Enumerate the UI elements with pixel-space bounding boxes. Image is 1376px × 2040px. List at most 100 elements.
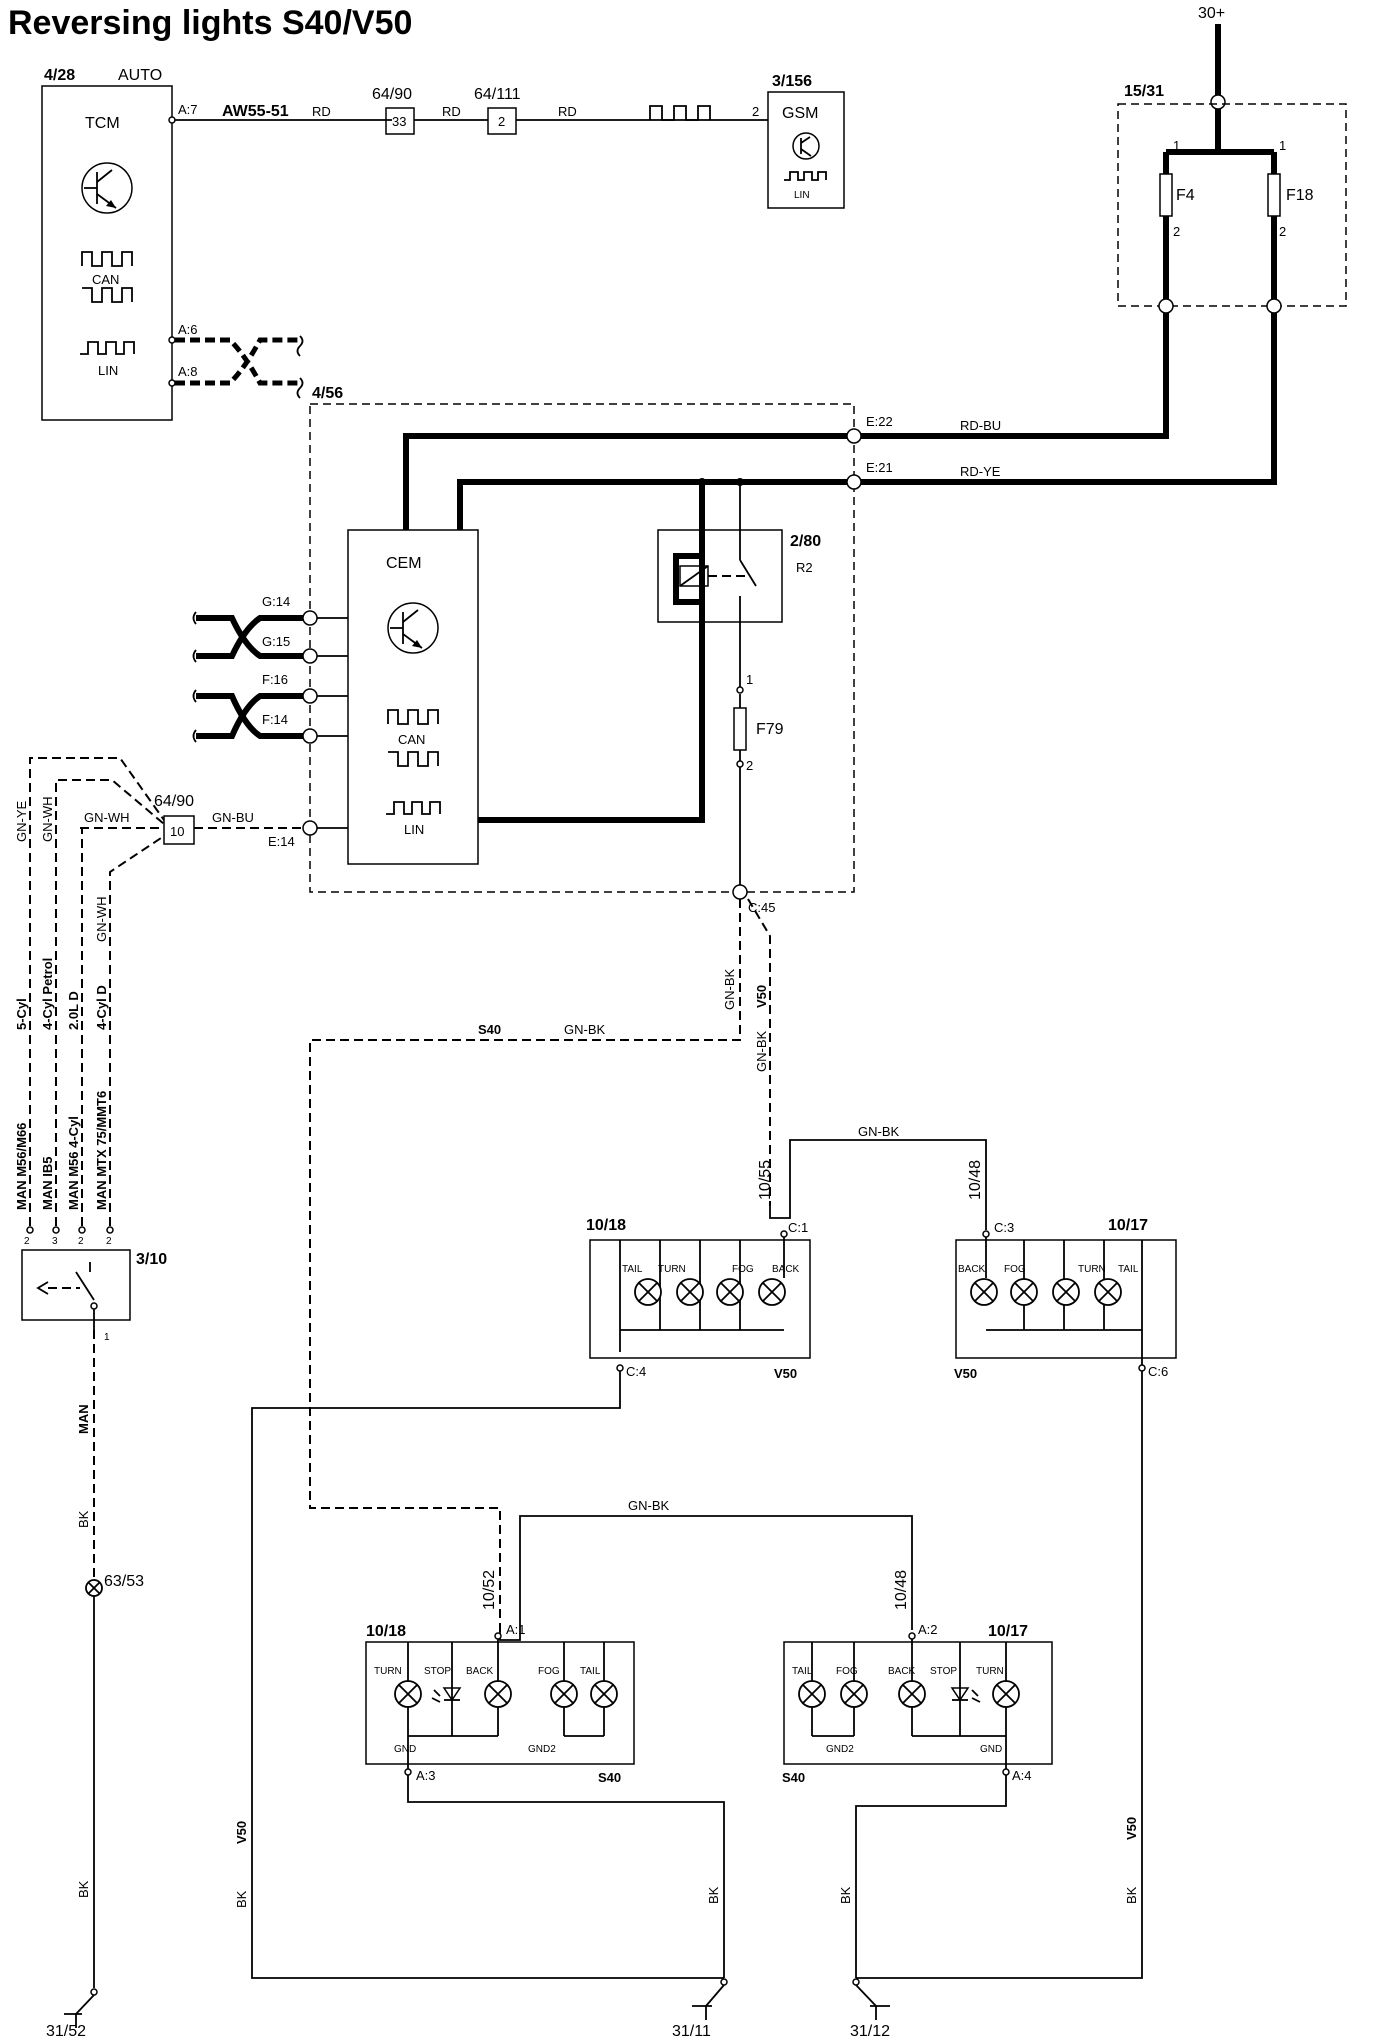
f79-name: F79 bbox=[756, 721, 784, 738]
tcm-pin-a8: A:8 bbox=[178, 364, 198, 379]
can-signal-icon bbox=[81, 251, 133, 303]
s40l-a3: A:3 bbox=[416, 1768, 436, 1783]
s40l-gnd: GND bbox=[394, 1744, 416, 1755]
cem-c45: C:45 bbox=[748, 900, 775, 915]
v50l-c4: C:4 bbox=[626, 1364, 646, 1379]
wire-man: MAN bbox=[76, 1404, 91, 1434]
wire-code-aw55: AW55-51 bbox=[222, 103, 289, 120]
gearbox-ib5: MAN IB5 bbox=[40, 1157, 55, 1210]
s40l-back: BACK bbox=[466, 1666, 494, 1677]
variant-2-0l-d: 2.0L D bbox=[66, 991, 81, 1030]
gsm-module: 3/156 GSM LIN bbox=[767, 73, 845, 209]
gearbox-m56-4cyl: MAN M56 4-Cyl bbox=[66, 1116, 81, 1210]
v50l-c1: C:1 bbox=[788, 1220, 808, 1235]
reverse-switch: 2 3 2 2 3/10 1 MAN BK bbox=[21, 1226, 167, 1580]
f79-pin1: 1 bbox=[746, 672, 753, 687]
wire-bk-5: BK bbox=[1124, 1886, 1139, 1904]
wire-s40-1: S40 bbox=[478, 1022, 501, 1037]
v50r-model: V50 bbox=[954, 1366, 977, 1381]
switch-pin-c: 2 bbox=[78, 1236, 84, 1247]
tcm-name: TCM bbox=[85, 115, 120, 132]
s40r-back: BACK bbox=[888, 1666, 916, 1677]
s40r-turn: TURN bbox=[976, 1666, 1004, 1677]
wire-gn-wh-3: GN-WH bbox=[94, 897, 109, 943]
relay-ref: 2/80 bbox=[790, 533, 821, 550]
s40r-stop: STOP bbox=[930, 1666, 957, 1677]
wire-gn-bk-5: GN-BK bbox=[628, 1498, 670, 1513]
tcm-box bbox=[41, 85, 173, 421]
cem-pin-g14: G:14 bbox=[262, 594, 290, 609]
tcm-gsm-wire: AW55-51 RD 33 64/90 RD 2 64/111 RD 2 bbox=[175, 86, 768, 135]
switch-ref: 3/10 bbox=[136, 1251, 167, 1268]
wire-bk-3: BK bbox=[706, 1886, 721, 1904]
s40l-model: S40 bbox=[598, 1770, 621, 1785]
lamp-icon bbox=[394, 1680, 618, 1708]
fusebox-ref: 15/31 bbox=[1124, 83, 1164, 100]
gearbox-mtx75: MAN MTX 75/MMT6 bbox=[94, 1091, 109, 1210]
wire-gn-bk-4: GN-BK bbox=[858, 1124, 900, 1139]
ground-31-11-symbol: 31/11 bbox=[672, 1978, 728, 2040]
s40l-a1: A:1 bbox=[506, 1622, 526, 1637]
cem-module: 4/56 E:22 E:21 CEM CAN LIN bbox=[262, 385, 893, 915]
fuse-f18: F18 bbox=[1286, 187, 1314, 204]
wire-gn-ye: GN-YE bbox=[14, 801, 29, 843]
splice-64-90-left-ref: 64/90 bbox=[154, 793, 194, 810]
can-signal-icon bbox=[387, 709, 439, 767]
wire-gn-wh-2: GN-WH bbox=[40, 797, 55, 843]
s40-lamp-unit-right: 10/17 A:2 TAIL FOG BACK STOP TURN GND2 G… bbox=[782, 1622, 1053, 1978]
gearbox-m56-m66: MAN M56/M66 bbox=[14, 1123, 29, 1210]
v50l-turn: TURN bbox=[658, 1264, 686, 1275]
v50r-ref: 10/17 bbox=[1108, 1217, 1148, 1234]
cem-name: CEM bbox=[386, 555, 422, 572]
wire-gn-bk-1: GN-BK bbox=[722, 969, 737, 1011]
splice-33-num: 33 bbox=[392, 114, 406, 129]
ground-31-52: 31/52 bbox=[46, 2023, 86, 2040]
led-icon bbox=[431, 1687, 462, 1703]
cem-ref: 4/56 bbox=[312, 385, 343, 402]
wire-10-48-2: 10/48 bbox=[893, 1570, 910, 1610]
tcm-module: 4/28 AUTO TCM CAN LIN A:7 A:6 A:8 bbox=[41, 67, 198, 421]
cem-can-twisted bbox=[192, 611, 303, 743]
wire-10-52: 10/52 bbox=[481, 1570, 498, 1610]
gsm-pin: 2 bbox=[752, 104, 759, 119]
tcm-ref: 4/28 bbox=[44, 67, 75, 84]
switch-pin-b: 3 bbox=[52, 1236, 58, 1247]
f79-pin2: 2 bbox=[746, 758, 753, 773]
s40r-ref: 10/17 bbox=[988, 1623, 1028, 1640]
c45-output-wires: GN-BK V50 GN-BK S40 GN-BK 10/55 GN-BK 10… bbox=[309, 898, 987, 1630]
v50-lamp-unit-right: 10/17 C:3 BACK FOG TURN TAIL C:6 V50 bbox=[856, 1217, 1177, 1979]
s40l-turn: TURN bbox=[374, 1666, 402, 1677]
cem-pin-f16: F:16 bbox=[262, 672, 288, 687]
cem-can-label: CAN bbox=[398, 732, 425, 747]
switch-pin-1: 1 bbox=[104, 1332, 110, 1343]
switch-pin-d: 2 bbox=[106, 1236, 112, 1247]
gsm-ref: 3/156 bbox=[772, 73, 812, 90]
s40r-tail: TAIL bbox=[792, 1666, 813, 1677]
wire-v50-1: V50 bbox=[754, 985, 769, 1008]
v50r-turn: TURN bbox=[1078, 1264, 1106, 1275]
s40l-tail: TAIL bbox=[580, 1666, 601, 1677]
lamp-icon bbox=[970, 1278, 1122, 1306]
fuse-f18-pin2: 2 bbox=[1279, 224, 1286, 239]
v50l-tail: TAIL bbox=[622, 1264, 643, 1275]
transistor-icon bbox=[792, 132, 820, 160]
gsm-name: GSM bbox=[782, 105, 818, 122]
supply-wires: RD-BU RD-YE bbox=[860, 313, 1277, 485]
s40r-model: S40 bbox=[782, 1770, 805, 1785]
gsm-lin: LIN bbox=[794, 190, 810, 201]
fuse-f4-pin2: 2 bbox=[1173, 224, 1180, 239]
s40-feed-wires: 10/52 GN-BK 10/48 bbox=[481, 1498, 913, 1641]
transistor-icon bbox=[81, 162, 133, 214]
v50r-c6: C:6 bbox=[1148, 1364, 1168, 1379]
cem-pin-g15: G:15 bbox=[262, 634, 290, 649]
v50-lamp-unit-left: 10/18 C:1 TAIL TURN FOG BACK C:4 V50 bbox=[251, 1217, 811, 1979]
v50r-c3: C:3 bbox=[994, 1220, 1014, 1235]
s40r-gnd: GND bbox=[980, 1744, 1002, 1755]
s40l-fog: FOG bbox=[538, 1666, 560, 1677]
wire-bk-2: BK bbox=[234, 1890, 249, 1908]
v50l-fog: FOG bbox=[732, 1264, 754, 1275]
wire-v50-3: V50 bbox=[1124, 1817, 1139, 1840]
wire-gn-bu: GN-BU bbox=[212, 810, 254, 825]
transistor-icon bbox=[387, 602, 439, 654]
fuse-f79: 1 2 F79 bbox=[733, 640, 784, 886]
